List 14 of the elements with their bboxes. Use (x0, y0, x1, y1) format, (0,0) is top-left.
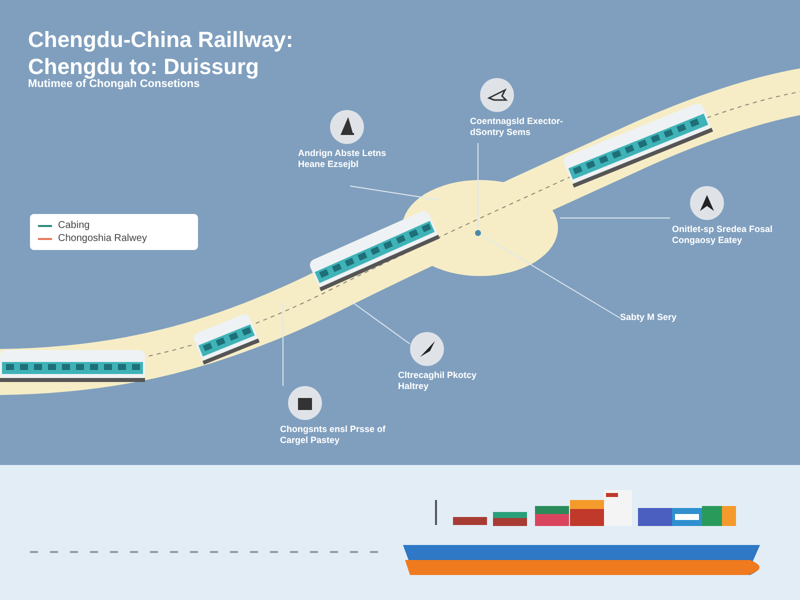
legend-text: Cabing (58, 220, 90, 231)
callout-text: Onitlet-sp Sredea Fosal Congaosy Eatey (672, 224, 774, 246)
callout-text: Sabty M Sery (620, 312, 677, 323)
legend-text: Chongoshia Ralwey (58, 233, 147, 244)
leader-line (478, 232, 620, 318)
subtitle: Mutimee of Chongah Consetions (28, 78, 200, 90)
leader-line (350, 186, 440, 200)
callout-text: Andrign Abste Letns Heane Ezsejbl (298, 148, 388, 170)
title: Chengdu-China Raillway: Chengdu to: Duissurg (28, 26, 294, 79)
callout-text: Coentnagsld Exector-dSontry Sems (470, 116, 564, 138)
callout-text: Cltrecaghil Pkotcy Haltrey (398, 370, 478, 392)
callout-text: Chongsnts ensl Prsse of Cargel Pastey (280, 424, 387, 446)
leader-line (352, 302, 410, 344)
leader-line (282, 302, 284, 386)
